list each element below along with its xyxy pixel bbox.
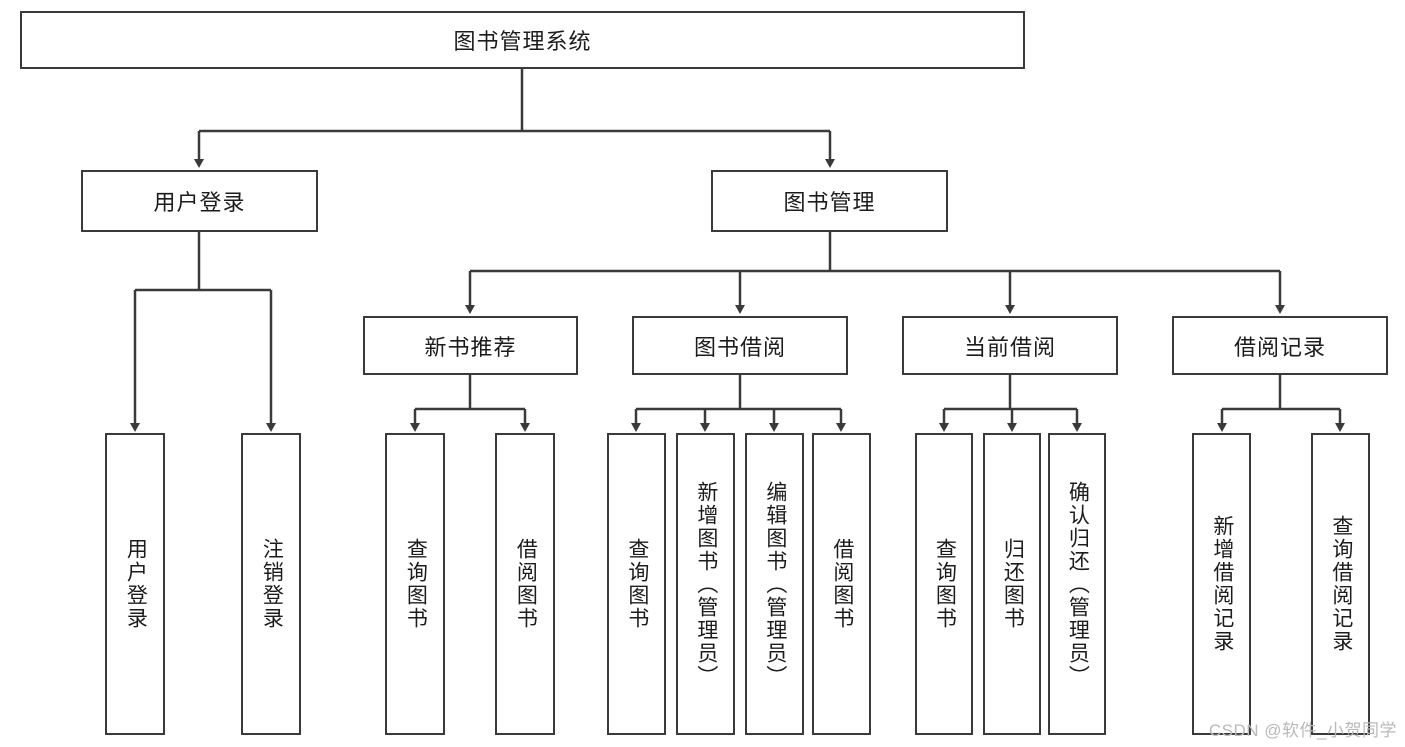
watermark-text: CSDN @软件_小贺同学	[1208, 721, 1397, 740]
node-label: 查询图书	[625, 538, 649, 630]
leaf-edit-book-admin[interactable]: 编辑图书（管理员）	[745, 433, 804, 735]
node-label: 归还图书	[1001, 538, 1025, 630]
node-book-borrow[interactable]: 图书借阅	[632, 316, 848, 375]
node-current-borrow[interactable]: 当前借阅	[902, 316, 1118, 375]
node-label: 新增图书（管理员）	[694, 480, 718, 688]
leaf-confirm-return-admin[interactable]: 确认归还（管理员）	[1048, 433, 1106, 735]
leaf-query-borrow-record[interactable]: 查询借阅记录	[1311, 433, 1370, 735]
node-label: 图书借阅	[693, 334, 786, 360]
node-root-book-management-system[interactable]: 图书管理系统	[20, 11, 1025, 69]
node-label: 查询借阅记录	[1329, 515, 1353, 653]
node-label: 查询图书	[933, 538, 957, 630]
node-label: 借阅记录	[1233, 334, 1326, 360]
leaf-add-book-admin[interactable]: 新增图书（管理员）	[676, 433, 735, 735]
leaf-return-book[interactable]: 归还图书	[983, 433, 1041, 735]
node-new-book-recommend[interactable]: 新书推荐	[363, 316, 578, 375]
node-label: 查询图书	[404, 538, 428, 630]
node-label: 借阅图书	[830, 538, 854, 630]
leaf-query-book-borrow[interactable]: 查询图书	[607, 433, 666, 735]
node-borrow-record[interactable]: 借阅记录	[1172, 316, 1388, 375]
leaf-user-login[interactable]: 用户登录	[105, 433, 165, 735]
leaf-query-book-current[interactable]: 查询图书	[915, 433, 973, 735]
node-label: 新增借阅记录	[1210, 515, 1234, 653]
node-label: 用户登录	[153, 190, 246, 215]
leaf-logout-login[interactable]: 注销登录	[241, 433, 301, 735]
node-label: 图书管理	[783, 190, 876, 215]
leaf-borrow-book[interactable]: 借阅图书	[812, 433, 871, 735]
node-label: 确认归还（管理员）	[1066, 480, 1090, 688]
leaf-query-book-recommend[interactable]: 查询图书	[385, 433, 445, 735]
node-label: 新书推荐	[424, 334, 517, 360]
node-label: 注销登录	[260, 538, 284, 630]
node-label: 编辑图书（管理员）	[763, 480, 787, 688]
leaf-add-borrow-record[interactable]: 新增借阅记录	[1192, 433, 1251, 735]
leaf-borrow-book-recommend[interactable]: 借阅图书	[495, 433, 555, 735]
node-user-login[interactable]: 用户登录	[81, 170, 318, 232]
node-label: 用户登录	[124, 538, 148, 630]
node-label: 图书管理系统	[453, 29, 592, 54]
node-book-management[interactable]: 图书管理	[711, 170, 948, 232]
node-label: 当前借阅	[963, 334, 1056, 360]
node-label: 借阅图书	[514, 538, 538, 630]
